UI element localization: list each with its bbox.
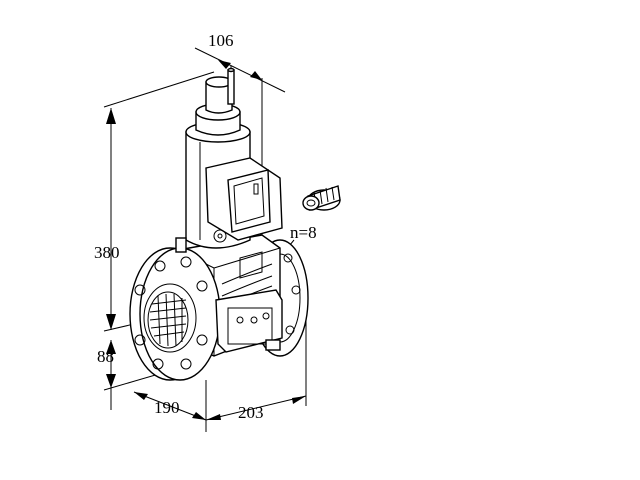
front-flange [129, 247, 221, 381]
cable-plug-icon [302, 185, 341, 211]
dimension-190: 190 [154, 398, 180, 417]
terminal-block [215, 251, 283, 353]
connector-box [205, 157, 283, 243]
dimension-106: 106 [208, 31, 234, 50]
dimension-380: 380 [94, 243, 120, 262]
dimension-88: 88 [97, 347, 114, 366]
dimension-203: 203 [238, 403, 264, 422]
bolt-count-label: n=8 [290, 223, 317, 242]
